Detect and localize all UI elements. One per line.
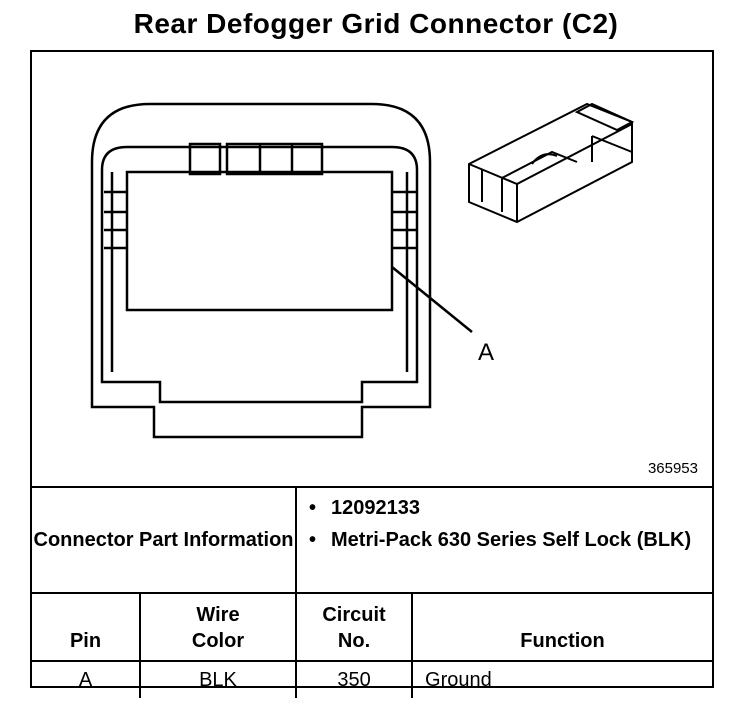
connector-drawing: A	[90, 102, 635, 439]
terminal-cavity-a	[125, 170, 394, 312]
lock-tab-divider	[258, 144, 294, 174]
side-ribs-left	[104, 190, 127, 250]
header-circuit-no: Circuit No.	[295, 592, 414, 662]
figure-number: 365953	[647, 460, 698, 477]
connector-info-label: Connector Part Information	[32, 486, 298, 594]
table-row: A BLK 350 Ground	[32, 660, 713, 698]
table-header-row: Pin Wire Color Circuit No. Function	[32, 592, 713, 662]
lock-tab-center	[225, 142, 324, 176]
connector-inner-outline	[100, 145, 419, 404]
connector-series: • Metri-Pack 630 Series Self Lock (BLK)	[309, 526, 712, 554]
page-title: Rear Defogger Grid Connector (C2)	[133, 8, 619, 39]
connector-info-list: • 12092133 • Metri-Pack 630 Series Self …	[295, 486, 713, 594]
header-pin: Pin	[32, 592, 141, 662]
connector-diagram-frame: A 365953 Connector Part Information	[30, 50, 714, 698]
connector-inner-rim	[110, 172, 409, 372]
cell-pin: A	[32, 660, 141, 698]
cell-wire-color: BLK	[138, 660, 298, 698]
bullet-icon: •	[309, 529, 317, 551]
side-ribs-right	[392, 190, 417, 250]
callout-leader-line	[391, 266, 473, 333]
connector-housing-outline	[90, 102, 432, 439]
header-function: Function	[411, 592, 713, 662]
cell-circuit-no: 350	[295, 660, 414, 698]
connector-isometric-view	[468, 102, 635, 224]
lock-tab-left	[188, 142, 222, 176]
header-wire-color: Wire Color	[138, 592, 298, 662]
cell-function: Ground	[411, 660, 713, 698]
connector-info-row: Connector Part Information • 12092133 • …	[32, 486, 713, 594]
callout-label-a: A	[478, 339, 494, 366]
bullet-icon: •	[309, 497, 317, 519]
connector-part-number: • 12092133	[309, 494, 712, 522]
connector-pinout-table: Connector Part Information • 12092133 • …	[32, 486, 713, 698]
